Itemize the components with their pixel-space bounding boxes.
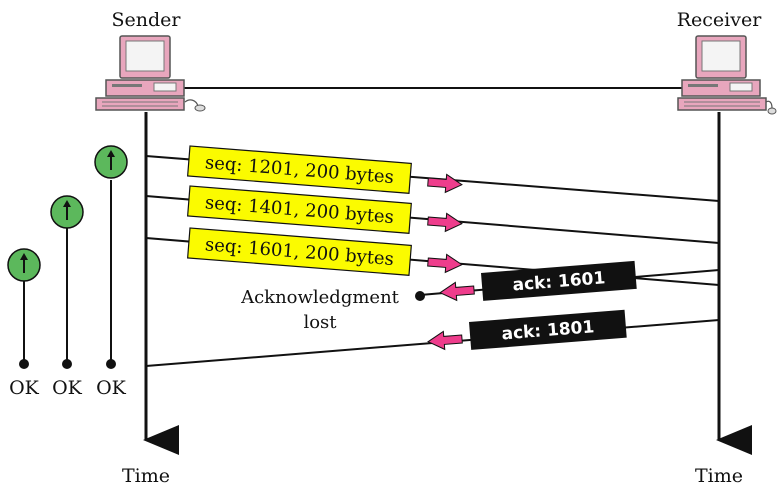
segment-tag-1: seq: 1201, 200 bytes: [187, 145, 412, 194]
receiver-computer-icon: [677, 35, 777, 115]
ack-arrow-1: [439, 281, 475, 302]
timer-status-2: OK: [52, 377, 83, 399]
segment-tag-3: seq: 1601, 200 bytes: [187, 227, 412, 276]
time-label-right: Time: [695, 465, 743, 487]
timer-status-3: OK: [96, 377, 127, 399]
ack-lost-label-line2: lost: [303, 312, 337, 333]
ack-arrow-2: [427, 330, 463, 351]
segment-arrow-3: [427, 253, 463, 274]
ack-tag-2: ack: 1801: [469, 309, 627, 350]
ack-lost-label-line1: Acknowledgment: [240, 287, 400, 308]
sender-computer-icon: [95, 35, 206, 112]
timer-status-1: OK: [9, 377, 40, 399]
ack-tag-1: ack: 1601: [480, 260, 637, 301]
time-label-left: Time: [122, 465, 170, 487]
segment-arrow-1: [427, 173, 463, 194]
timer-1: OK: [7, 248, 41, 399]
timer-2: OK: [50, 195, 84, 399]
sender-label: Sender: [112, 9, 182, 31]
receiver-label: Receiver: [677, 9, 762, 31]
ack-lost-dot: [415, 291, 425, 301]
timer-3: OK: [94, 145, 128, 399]
segment-tag-2: seq: 1401, 200 bytes: [187, 185, 412, 234]
segment-arrow-2: [427, 212, 463, 233]
